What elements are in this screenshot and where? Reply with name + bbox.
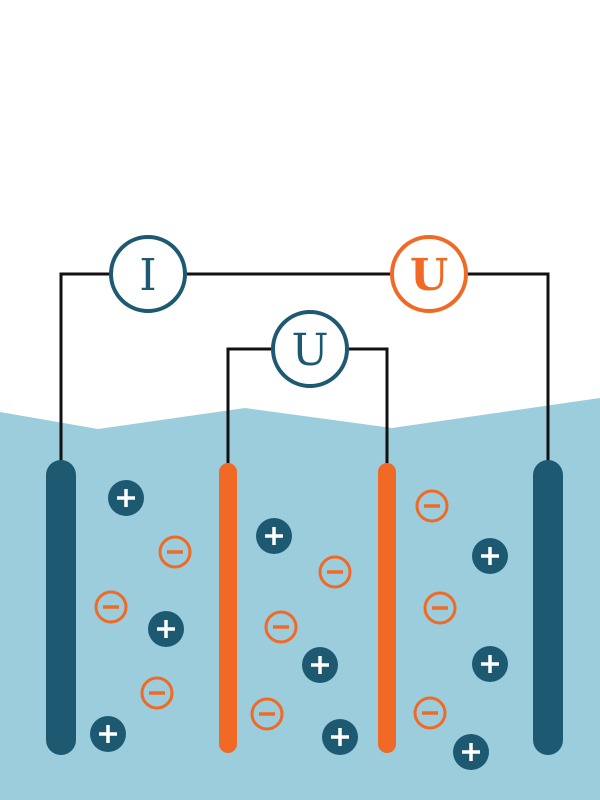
wire-current-loop — [59, 272, 110, 470]
electrolyte-water — [0, 398, 600, 800]
ions-layer — [90, 480, 508, 770]
anion-icon — [264, 610, 298, 644]
voltmeter-icon-outer: U — [390, 235, 468, 313]
wire-voltage-outer-right — [468, 272, 550, 470]
anion-icon — [250, 697, 284, 731]
cation-icon — [302, 647, 338, 683]
cation-icon — [472, 646, 508, 682]
cation-icon — [108, 480, 144, 516]
cation-icon — [148, 611, 184, 647]
anion-icon — [158, 535, 192, 569]
cation-icon — [472, 538, 508, 574]
anion-icon — [318, 555, 352, 589]
wire-voltage-inner-left — [226, 347, 272, 470]
ammeter-icon: I — [109, 235, 187, 313]
cation-icon — [256, 518, 292, 554]
wires — [59, 272, 550, 470]
cation-icon — [322, 719, 358, 755]
anion-icon — [423, 591, 457, 625]
cation-icon — [90, 716, 126, 752]
anion-icon — [415, 489, 449, 523]
anion-icon — [413, 696, 447, 730]
wire-voltage-inner-right — [348, 347, 389, 470]
cation-icon — [453, 734, 489, 770]
voltmeter-icon-inner: U — [271, 310, 349, 388]
anion-icon — [94, 590, 128, 624]
voltmeter-outer-label: U — [410, 250, 448, 301]
ammeter-label: I — [139, 250, 156, 301]
voltmeter-inner-label: U — [291, 325, 328, 376]
anion-icon — [140, 676, 174, 710]
